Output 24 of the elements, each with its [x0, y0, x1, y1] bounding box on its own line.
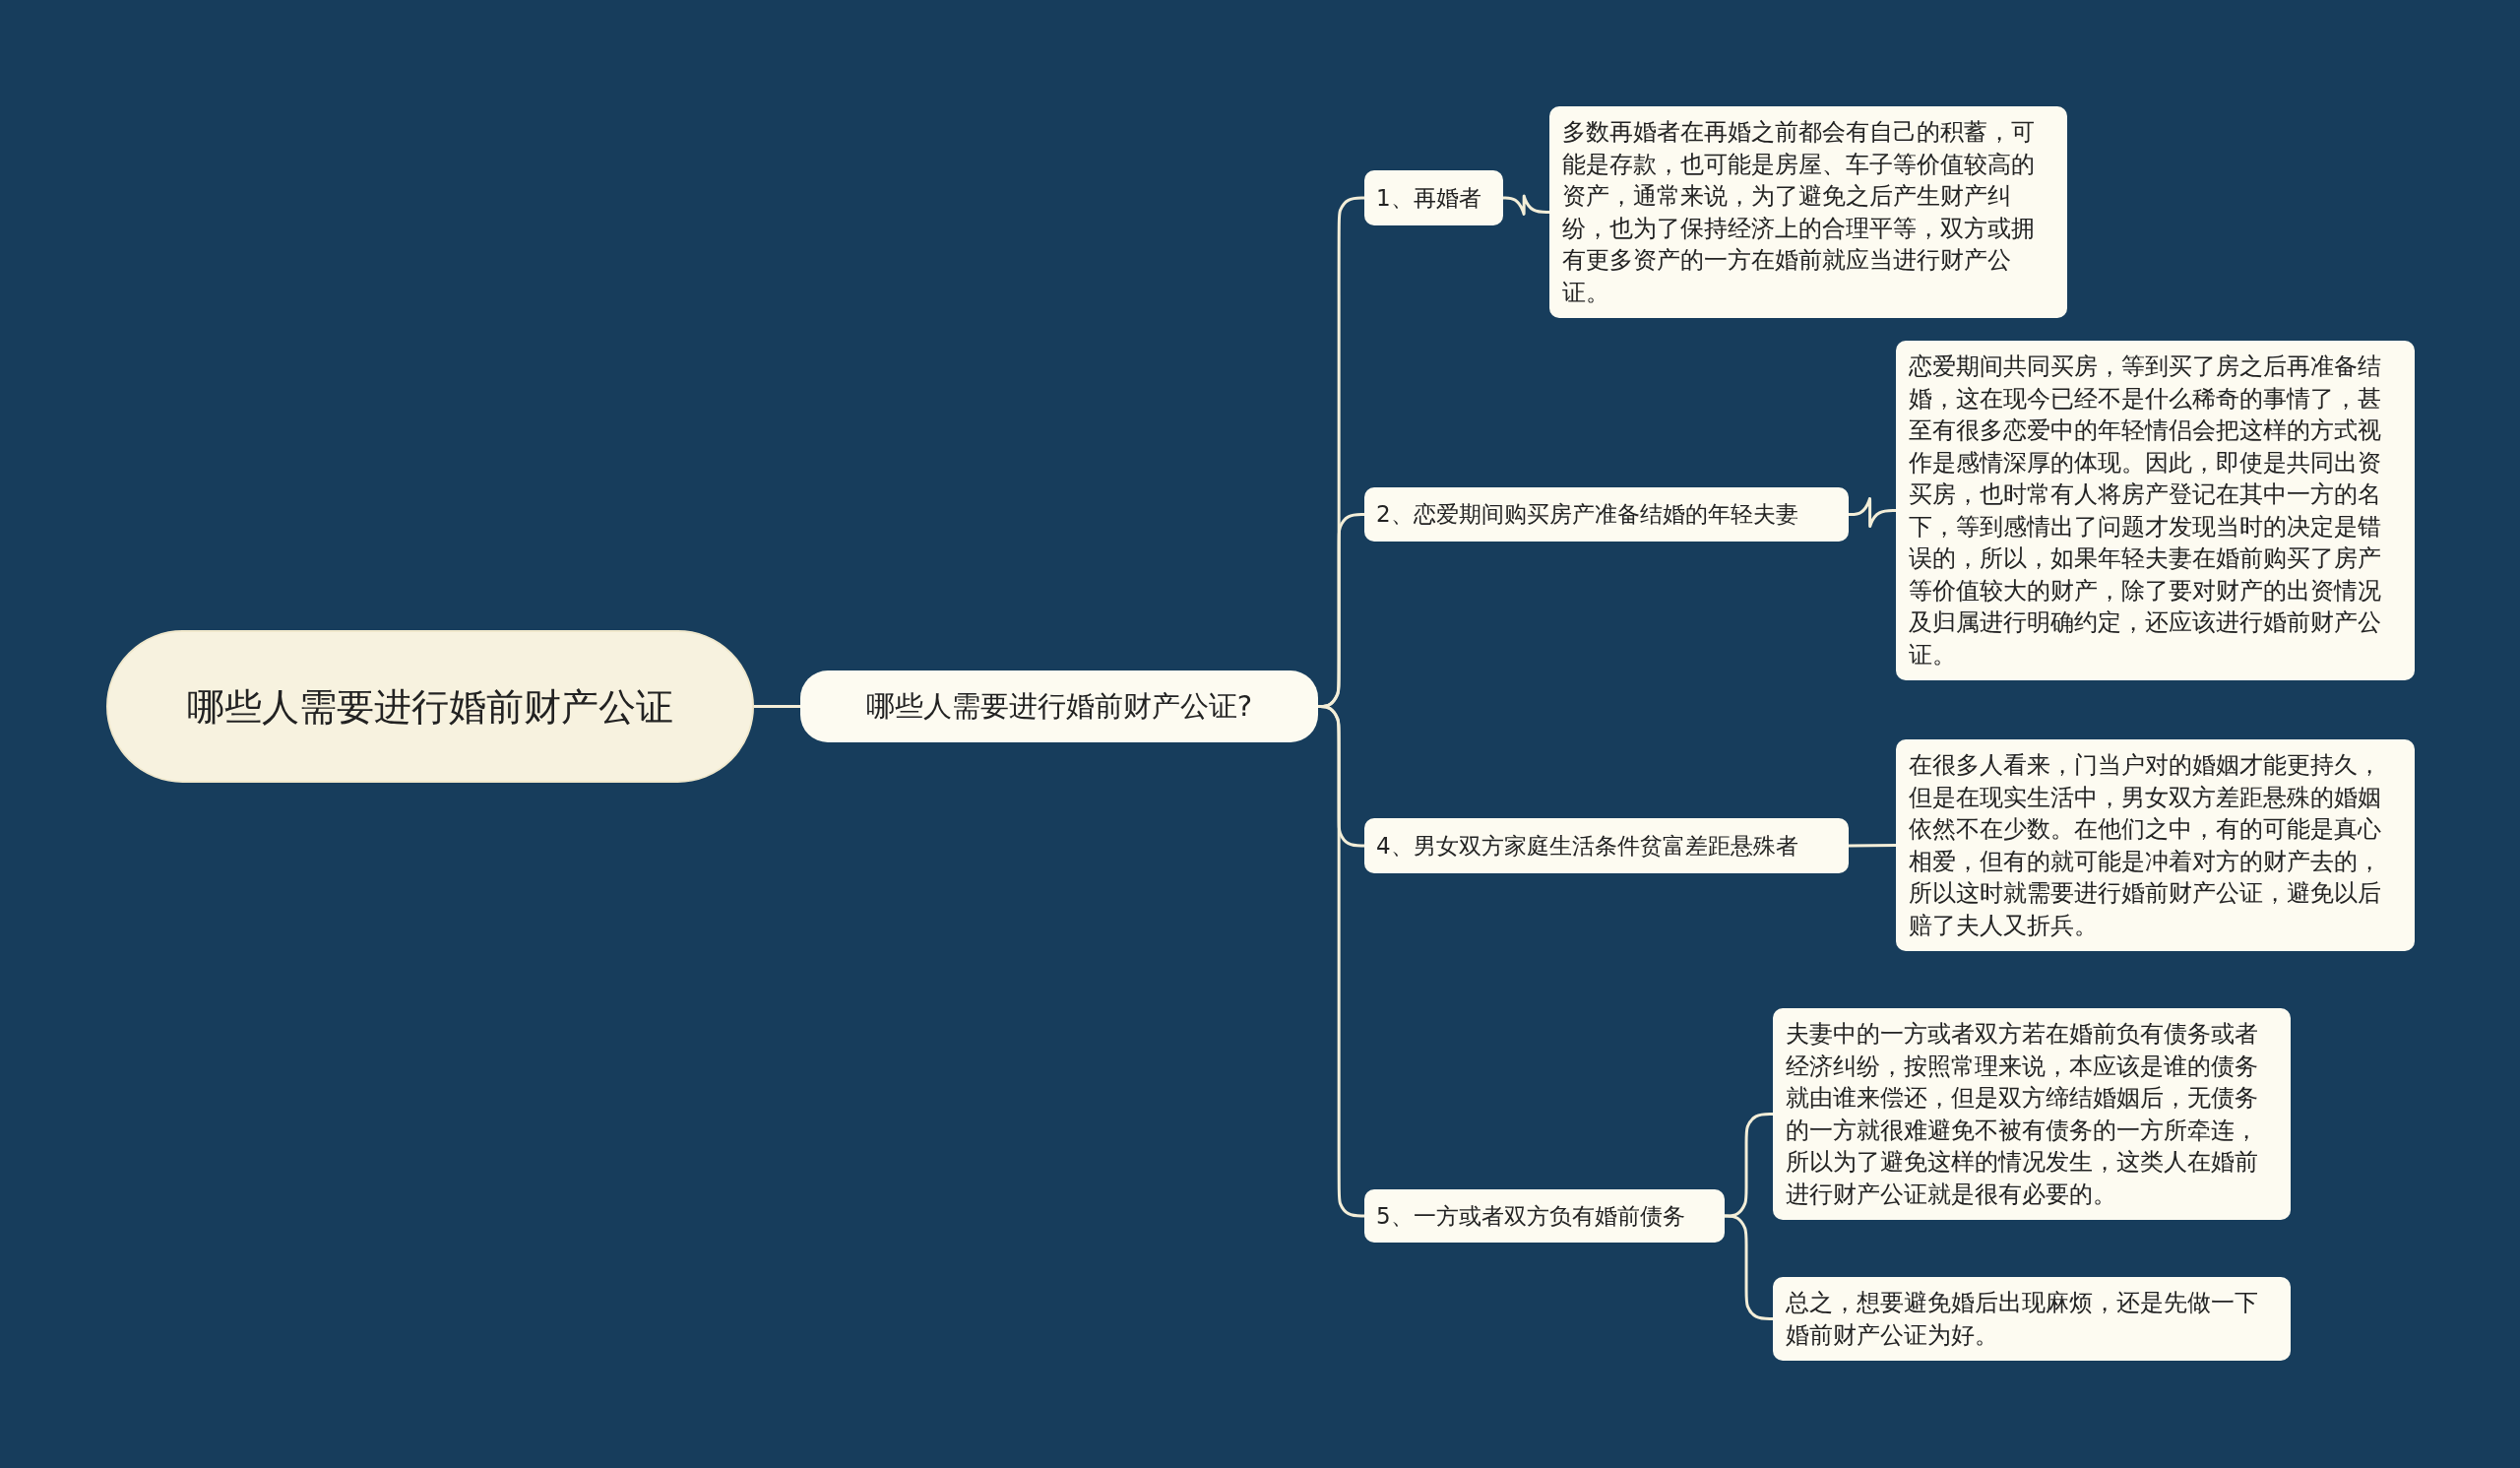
branch-topic-box: [1364, 818, 1849, 873]
description-box: [1896, 739, 2415, 951]
node-text: 在很多人看来，门当户对的婚姻才能更持久，但是在现实生活中，男女双方差距悬殊的婚姻依然不在少数。在他们之中，有的可能是真心相爱，但有的就可能是冲着对方的财产去的，所以这时就需要进行婚前财产公证，避免以后赔了夫人又折兵。: [1909, 750, 2382, 941]
description-box: [1773, 1277, 2291, 1361]
node-text: 5、一方或者双方负有婚前债务: [1376, 1201, 1685, 1231]
main-topic-pill: [800, 670, 1318, 742]
node-text: 恋爱期间共同买房，等到买了房之后再准备结婚，这在现今已经不是什么稀奇的事情了，甚至有很多恋爱中的年轻情侣会把这样的方式视作是感情深厚的体现。因此，即使是共同出资买房，也时常有人将房产登记在其中一方的名下，等到感情出了问题才发现当时的决定是错误的，所以，如果年轻夫妻在婚前购买了房产等价值较大的财产，除了要对财产的出资情况及归属进行明确约定，还应该进行婚前财产公证。: [1909, 351, 2382, 670]
branch-topic-box: [1364, 170, 1503, 225]
connector-line: [1849, 498, 1896, 527]
branch-topic-box: [1364, 1189, 1725, 1243]
connector-line: [1849, 844, 1896, 848]
description-box: [1773, 1008, 2291, 1220]
node-text: 夫妻中的一方或者双方若在婚前负有债务或者经济纠纷，按照常理来说，本应该是谁的债务就由谁来偿还，但是双方缔结婚姻后，无债务的一方就很难避免不被有债务的一方所牵连，所以为了避免这样的情况发生，这类人在婚前进行财产公证就是很有必要的。: [1786, 1019, 2259, 1210]
node-text: 2、恋爱期间购买房产准备结婚的年轻夫妻: [1376, 500, 1798, 529]
description-box: [1549, 106, 2067, 318]
node-text: 哪些人需要进行婚前财产公证: [187, 683, 673, 731]
connector-line: [754, 705, 800, 708]
node-text: 总之，想要避免婚后出现麻烦，还是先做一下婚前财产公证为好。: [1786, 1288, 2259, 1351]
node-text: 多数再婚者在再婚之前都会有自己的积蓄，可能是存款，也可能是房屋、车子等价值较高的资产，通常来说，为了避免之后产生财产纠纷，也为了保持经济上的合理平等，双方或拥有更多资产的一方在婚前就应当进行财产公证。: [1562, 117, 2036, 308]
node-text: 哪些人需要进行婚前财产公证?: [865, 687, 1253, 725]
branch-topic-box: [1364, 487, 1849, 542]
node-text: 1、再婚者: [1376, 183, 1481, 213]
node-text: 4、男女双方家庭生活条件贫富差距悬殊者: [1376, 831, 1798, 861]
connector-line: [1503, 196, 1549, 215]
